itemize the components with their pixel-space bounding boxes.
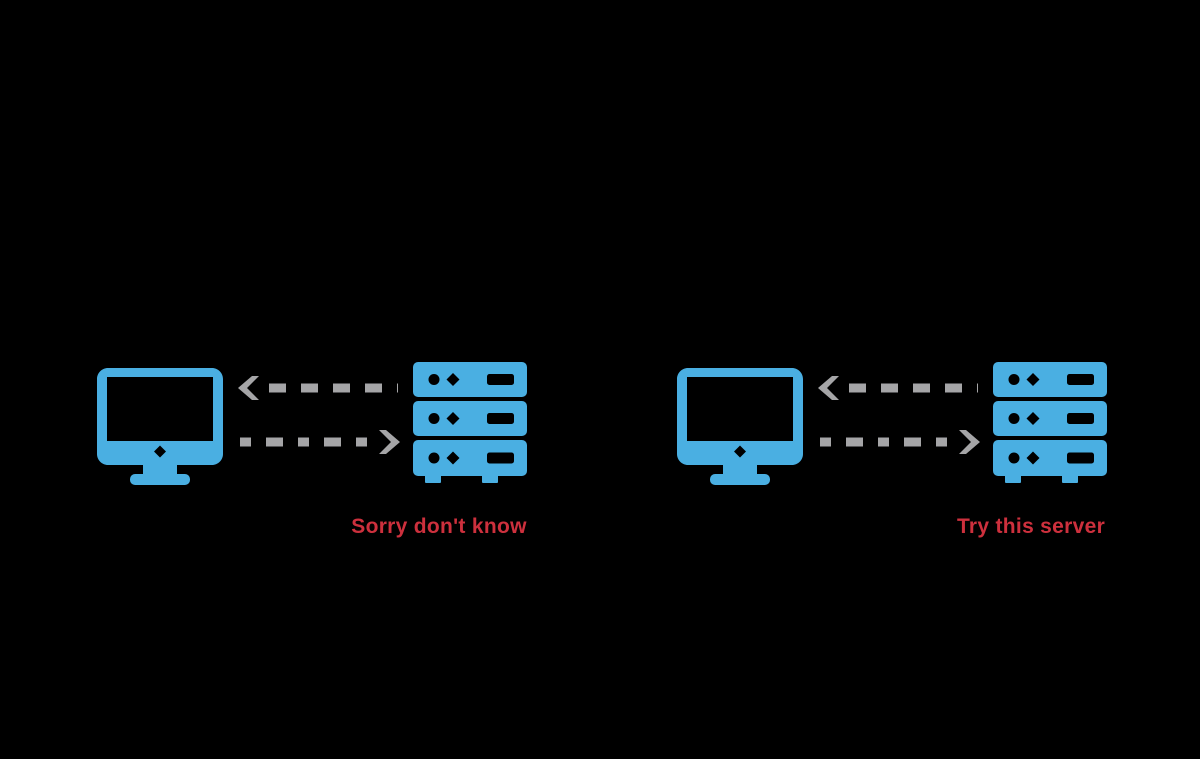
desktop-computer-icon: [97, 368, 223, 485]
client-request-arrow: [240, 430, 400, 454]
server-response-arrow: [238, 376, 398, 400]
exchange-panel-right: Try this server: [677, 362, 1109, 552]
desktop-computer-icon: [677, 368, 803, 485]
client-request-arrow: [820, 430, 980, 454]
server-stack-icon: [993, 362, 1107, 484]
server-reply-label: Try this server: [956, 515, 1106, 538]
server-response-arrow: [818, 376, 978, 400]
server-stack-icon: [413, 362, 527, 484]
server-reply-label: Sorry don't know: [351, 515, 527, 538]
exchange-panel-left: Sorry don't know: [97, 362, 529, 552]
